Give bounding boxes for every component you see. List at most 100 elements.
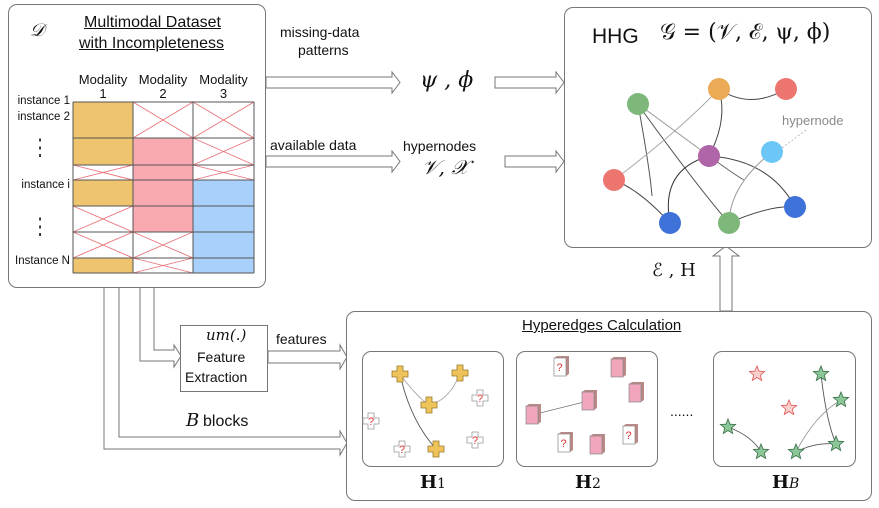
cell-missing-mark [192, 137, 255, 166]
missing-cube-icon [557, 433, 571, 453]
cell-available [133, 180, 193, 206]
row-label: instance 1 [17, 95, 70, 107]
cell-missing-mark [72, 205, 134, 233]
cube-icon [628, 383, 642, 403]
question-mark-icon: ? [472, 435, 478, 447]
cell-available [73, 258, 133, 273]
arrow-psi-to-hhg [494, 70, 565, 95]
star-icon [787, 442, 805, 460]
cube-icon [589, 435, 603, 455]
graph-node-purple [698, 145, 720, 167]
hb-edge [727, 426, 762, 453]
missing-cross-icon [471, 389, 489, 407]
star-icon [827, 434, 845, 452]
question-mark-icon: ? [626, 430, 632, 442]
modality-header-3-line1: Modality [199, 72, 248, 87]
star-icon [832, 390, 850, 408]
arrow-hyperedges-to-hhg [711, 245, 741, 312]
question-mark-icon: ? [557, 362, 563, 374]
h2-sub: 2 [592, 476, 601, 492]
hb-edge [820, 373, 837, 445]
graph-node-green [627, 93, 649, 115]
features-label: features [276, 331, 327, 347]
cell-available [193, 232, 254, 258]
modality-header-3-line2: 3 [219, 86, 228, 101]
graph-node-green [718, 212, 740, 234]
hhg-panel [564, 7, 872, 248]
missing-cross-icon [393, 440, 411, 458]
missing-star-icon [748, 364, 766, 382]
available-data-label: available data [270, 137, 357, 153]
hyperedge-line [637, 103, 653, 197]
hhg-formula: 𝒢 = (𝒱, ℰ, ψ, ϕ) [660, 20, 831, 45]
row-label: instance i [21, 179, 70, 191]
modality-header-2-line1: Modality [138, 72, 188, 87]
cube-icon [610, 358, 624, 378]
graph-node-orange [708, 78, 730, 100]
cell-available [133, 138, 193, 165]
star-icon [752, 442, 770, 460]
h2-label: H2 [575, 474, 601, 492]
psi-phi-symbols: ψ , ϕ [420, 68, 474, 93]
missing-cross-icon [466, 431, 484, 449]
graph-node-blue [784, 196, 806, 218]
hb-main: H [772, 472, 790, 493]
hb-edge [795, 399, 842, 453]
missing-cube-icon [553, 357, 567, 377]
cross-icon [427, 440, 445, 458]
question-mark-icon: ? [477, 393, 483, 405]
cell-available [73, 180, 133, 206]
hypernode-annotation: hypernode [782, 113, 844, 128]
cross-icon [420, 396, 438, 414]
hhg-title: HHG [592, 25, 639, 48]
ellipsis: ...... [670, 403, 694, 419]
feature-extraction-line1: Feature [197, 349, 246, 365]
h1-main: H [420, 472, 438, 493]
missing-cross-icon [362, 412, 380, 430]
hb-label: HB [772, 474, 799, 492]
cell-available [193, 258, 254, 273]
graph-node-blue [659, 212, 681, 234]
h2-edge [531, 400, 589, 416]
hyperedge-line [637, 103, 710, 157]
cell-available [133, 206, 193, 232]
cell-available [193, 180, 254, 206]
cell-missing-mark [72, 231, 134, 259]
hypernode-pointer [781, 129, 807, 149]
cube-icon [581, 391, 595, 411]
cell-available [193, 206, 254, 232]
dataset-title-line1: Multimodal Dataset [84, 14, 221, 31]
cell-missing-mark [132, 257, 194, 274]
cell-available [133, 165, 193, 180]
question-mark-icon: ? [399, 444, 405, 456]
graph-node-cyan [761, 141, 783, 163]
h1-sub: 1 [437, 476, 446, 492]
cell-missing-mark [72, 164, 134, 181]
cube-icon [525, 405, 539, 425]
h1-edge [399, 373, 437, 450]
hyperedge-line [613, 88, 720, 181]
dataset-symbol: 𝒟 [30, 20, 45, 41]
missing-patterns-label-1: missing-data [280, 24, 360, 40]
hb-sub: B [789, 476, 800, 492]
arrow-missing-patterns [265, 70, 401, 95]
edges-h-label: ℰ , H [652, 260, 696, 281]
modality-header-1-line1: Modality [78, 72, 128, 87]
v-x-symbols: 𝒱, 𝒳 [422, 155, 469, 179]
h2-main: H [575, 472, 593, 493]
question-mark-icon: ? [561, 438, 567, 450]
graph-node-red [603, 169, 625, 191]
cross-icon [451, 364, 469, 382]
missing-patterns-label-2: patterns [298, 42, 349, 58]
cell-available [73, 102, 133, 138]
cell-missing-mark [132, 231, 194, 259]
cell-available [73, 138, 133, 165]
cell-missing-mark [192, 164, 255, 181]
feature-extraction-line2: Extraction [185, 369, 248, 385]
modality-header-2-line2: 2 [159, 86, 167, 101]
cell-missing-mark [132, 101, 194, 139]
question-mark-icon: ? [368, 416, 374, 428]
